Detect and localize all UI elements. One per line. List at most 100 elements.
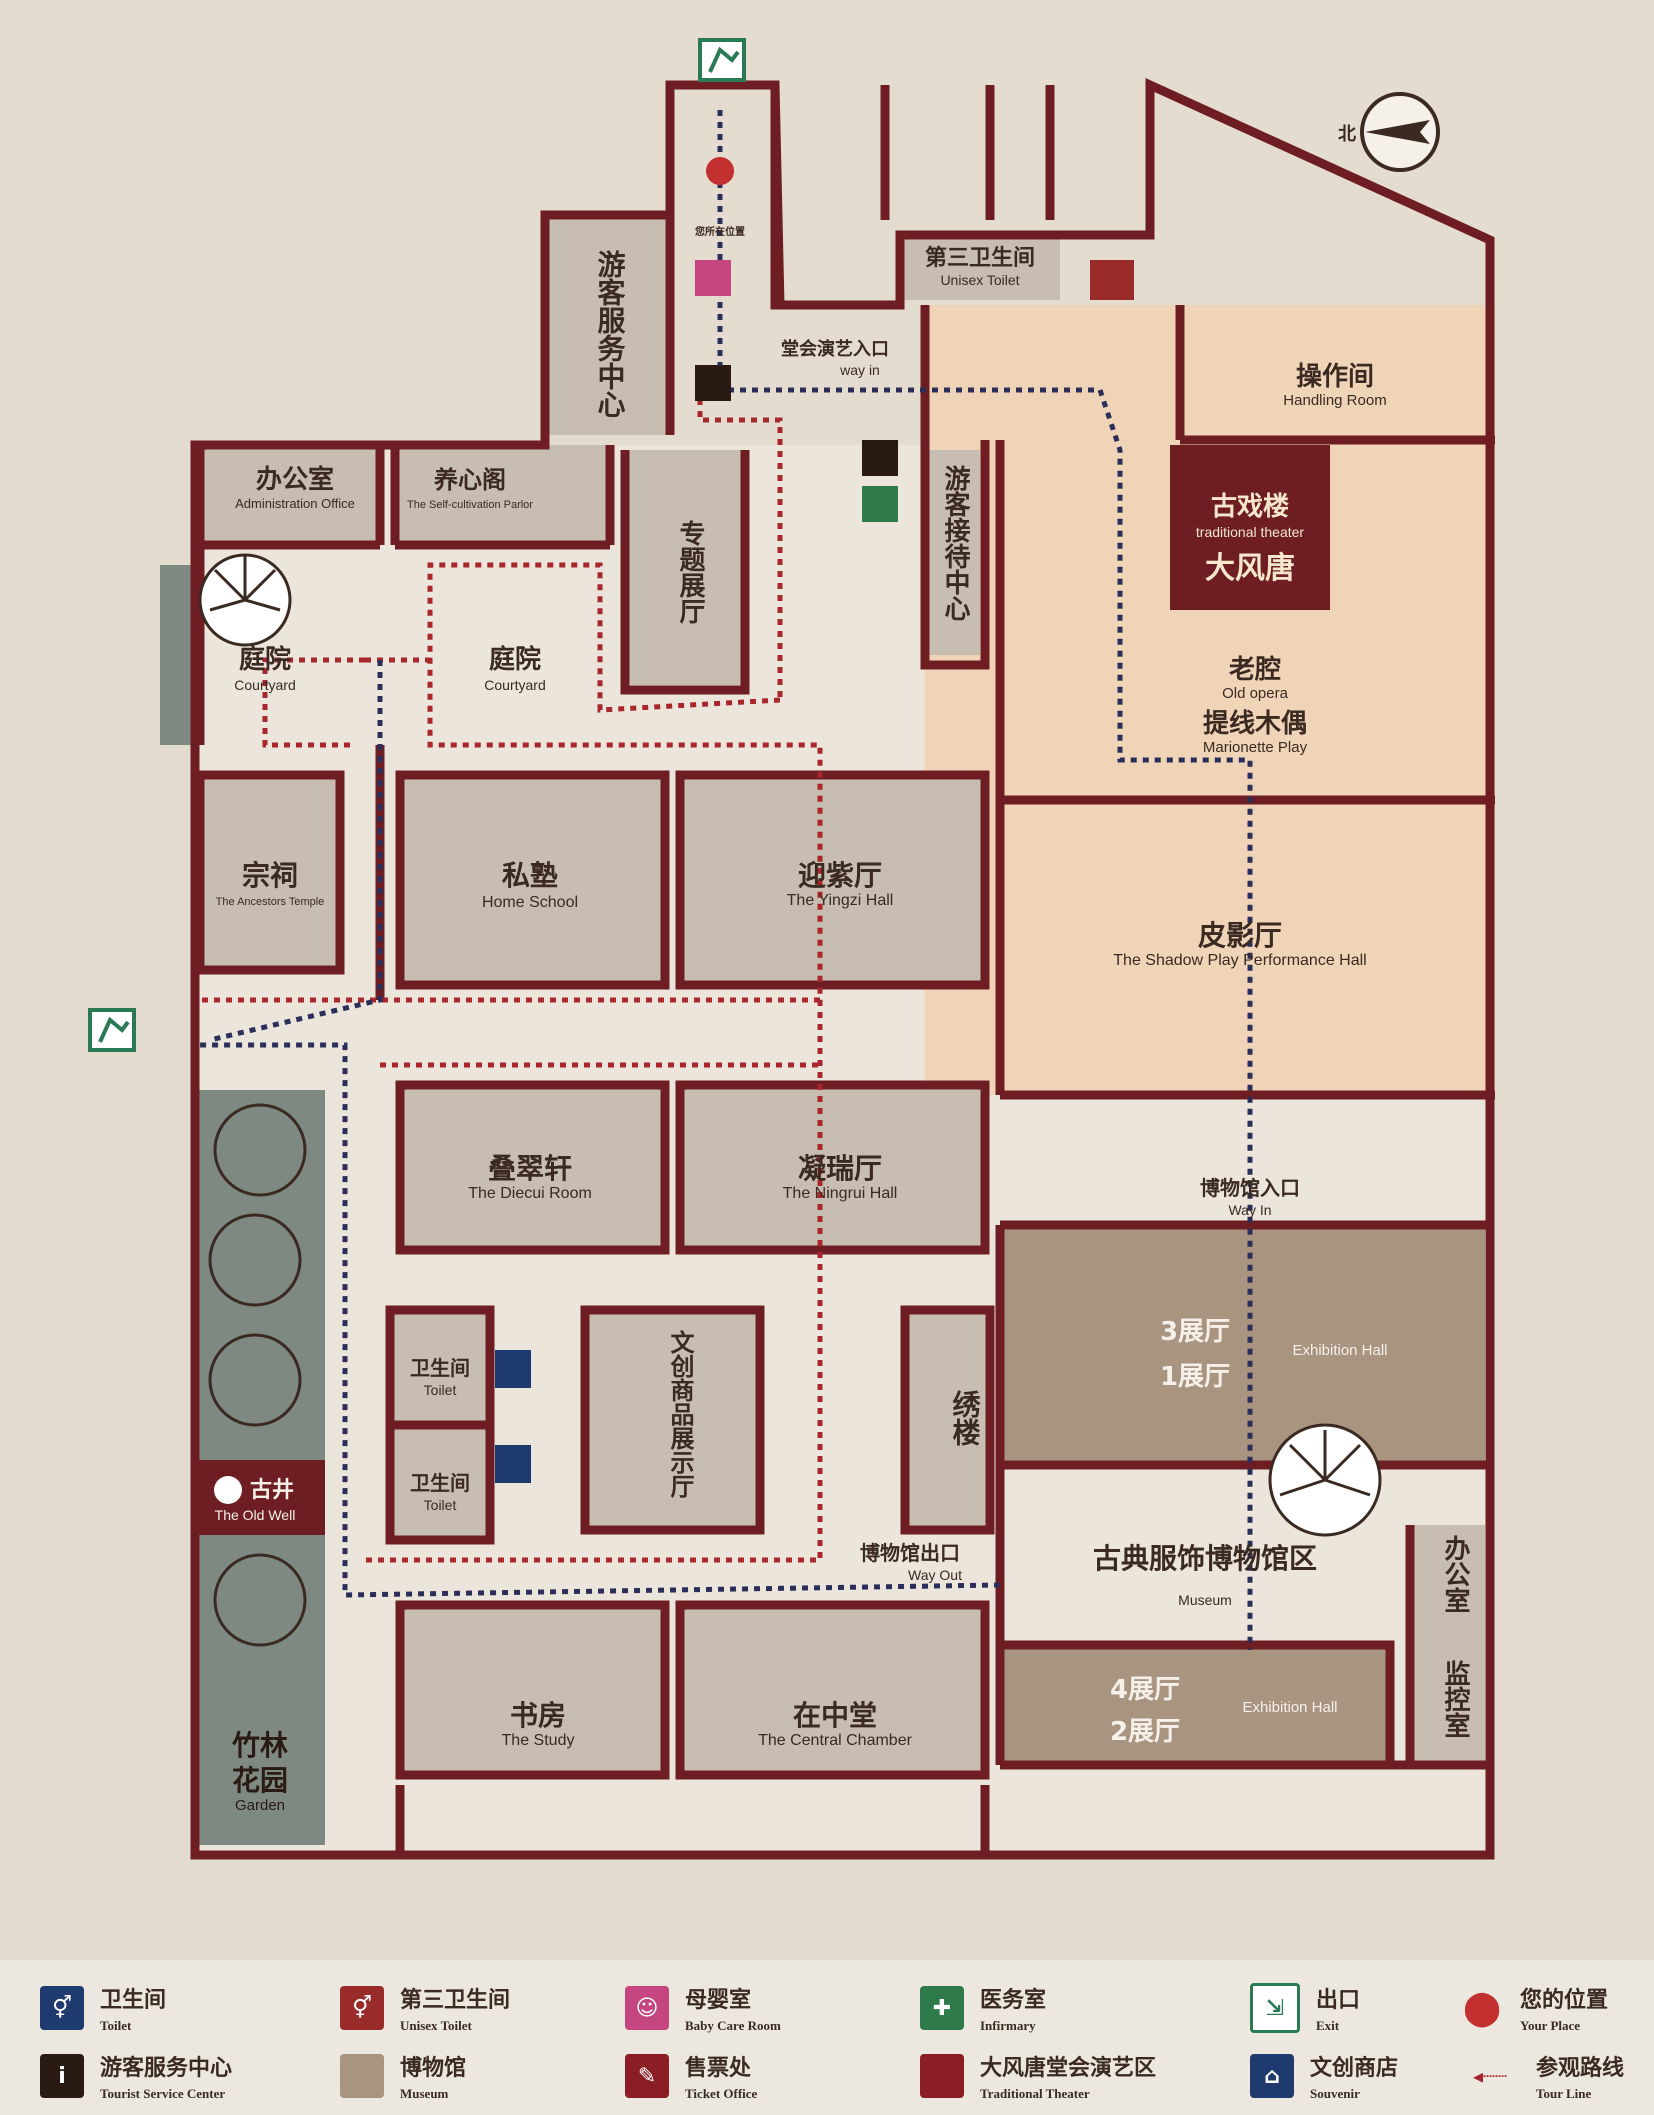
- legend-label-en: Unisex Toilet: [400, 2018, 472, 2033]
- exit-icon: [88, 1008, 136, 1052]
- exhibition-hall-4-2: [1000, 1645, 1390, 1765]
- legend-label-en: Tour Line: [1536, 2086, 1592, 2101]
- baby-care-icon: ☺: [625, 1986, 669, 2030]
- study-en: The Study: [502, 1732, 575, 1749]
- first-aid-icon: ✚: [920, 1986, 964, 2030]
- home-school-label: 私塾: [502, 859, 558, 892]
- legend-label: 售票处: [685, 2056, 752, 2081]
- legend-item-museum: 博物馆 Museum: [340, 2050, 466, 2102]
- legend-label: 您的位置: [1520, 1988, 1609, 2013]
- exhibition-hall-top-label: 专题展厅: [675, 520, 705, 624]
- theater-label: 古戏楼: [1211, 492, 1289, 522]
- exhibition-4-label: 4展厅: [1110, 1675, 1180, 1705]
- old-well-label: 古井: [250, 1477, 294, 1503]
- unisex-toilet-icon: ⚥: [340, 1986, 384, 2030]
- souvenir-icon: ⌂: [1250, 2054, 1294, 2098]
- bamboo-garden-label-1: 竹林: [231, 1729, 288, 1762]
- handling-room-bg: [1180, 305, 1485, 435]
- central-chamber-room: [680, 1605, 985, 1775]
- tree-icons: [198, 553, 1382, 1647]
- ancestors-temple-label: 宗祠: [242, 859, 298, 892]
- legend-label: 医务室: [980, 1988, 1047, 2013]
- exhibition-3-label: 3展厅: [1160, 1317, 1230, 1347]
- courtyard-center-label: 庭院: [489, 644, 541, 675]
- legend-label-en: Traditional Theater: [980, 2086, 1090, 2101]
- first-aid-icon: [862, 486, 898, 522]
- costume-museum-en: Museum: [1178, 1592, 1232, 1608]
- service-center-label: 游客服务中心: [594, 250, 627, 418]
- ticket-icon: [695, 365, 731, 401]
- legend-label: 大风唐堂会演艺区: [980, 2056, 1157, 2081]
- legend-item-theater: 大风唐堂会演艺区 Traditional Theater: [920, 2050, 1156, 2102]
- monitor-room-label: 监控室: [1440, 1660, 1470, 1738]
- diecui-en: The Diecui Room: [468, 1185, 592, 1202]
- parlor-label: 养心阁: [433, 466, 506, 494]
- legend-label-en: Baby Care Room: [685, 2018, 781, 2033]
- handling-room-label: 操作间: [1296, 362, 1374, 392]
- exhibition-4-2-en: Exhibition Hall: [1242, 1699, 1337, 1716]
- toilet-upper-en: Toilet: [424, 1382, 457, 1398]
- shadow-play-en: The Shadow Play Performance Hall: [1113, 952, 1366, 969]
- souvenir-hall-room: [585, 1310, 760, 1530]
- tour-route-red: [200, 375, 823, 1563]
- toilet-icon: [495, 1350, 531, 1388]
- exit-icon: ⇲: [1250, 1983, 1300, 2033]
- reception-center-label: 游客接待中心: [940, 465, 970, 621]
- ancestors-temple-room: [200, 775, 340, 970]
- exhibition-hall-top-room: [625, 450, 745, 685]
- exhibition-3-1-en: Exhibition Hall: [1292, 1342, 1387, 1359]
- exhibition-2-label: 2展厅: [1110, 1717, 1180, 1747]
- legend-label-en: Museum: [400, 2086, 449, 2101]
- legend-label-en: Ticket Office: [685, 2086, 758, 2101]
- walls: [190, 78, 1495, 1860]
- diecui-label: 叠翠轩: [488, 1152, 572, 1185]
- legend-label: 卫生间: [100, 1988, 167, 2013]
- legend-label: 出口: [1316, 1988, 1361, 2013]
- you-are-here-label: 您所在位置: [695, 225, 745, 238]
- home-school-room: [400, 775, 665, 985]
- yingzi-hall-en: The Yingzi Hall: [787, 892, 894, 909]
- yingzi-hall-label: 迎紫厅: [798, 859, 882, 892]
- courtyard-center-en: Courtyard: [484, 677, 545, 693]
- legend-label-en: Toilet: [100, 2018, 132, 2033]
- souvenir-hall-label: 文创商品展示厅: [666, 1329, 695, 1498]
- old-opera-en: Old opera: [1222, 685, 1289, 702]
- toilet-lower-label: 卫生间: [410, 1471, 470, 1495]
- theater-swatch-icon: [920, 2054, 964, 2098]
- parlor-room: [395, 445, 610, 545]
- admin-office-en: Administration Office: [235, 496, 355, 511]
- legend-label: 母婴室: [685, 1988, 752, 2013]
- toilet-icon: [495, 1445, 531, 1483]
- legend-label-en: Infirmary: [980, 2018, 1036, 2033]
- marionette-en: Marionette Play: [1203, 739, 1308, 756]
- theater-entrance-en: way in: [839, 362, 880, 378]
- south-wing-label: 绣楼: [949, 1389, 982, 1446]
- theater-en: traditional theater: [1196, 524, 1305, 540]
- toilet-upper-label: 卫生间: [410, 1356, 470, 1380]
- exhibition-hall-3-1: [1000, 1225, 1485, 1465]
- marionette-label: 提线木偶: [1203, 709, 1307, 739]
- museum-exit-label: 博物馆出口: [860, 1541, 960, 1565]
- legend-label-en: Exit: [1316, 2018, 1340, 2033]
- ningrui-en: The Ningrui Hall: [783, 1185, 898, 1202]
- costume-museum-label: 古典服饰博物馆区: [1093, 1542, 1317, 1575]
- unisex-toilet-en: Unisex Toilet: [940, 272, 1019, 288]
- legend-label: 文创商店: [1310, 2056, 1399, 2081]
- old-opera-label: 老腔: [1229, 655, 1281, 685]
- exhibition-1-label: 1展厅: [1160, 1362, 1230, 1392]
- legend-label: 第三卫生间: [400, 1988, 511, 2013]
- old-well-en: The Old Well: [215, 1507, 296, 1523]
- ticket-icon: ✎: [625, 2054, 669, 2098]
- tour-line-icon: ◂┈┈: [1472, 2064, 1508, 2088]
- legend-item-baby-care: ☺ 母婴室 Baby Care Room: [625, 1982, 781, 2034]
- compass-label: 北: [1338, 124, 1356, 145]
- info-icon: [862, 440, 898, 476]
- legend-label: 博物馆: [400, 2056, 467, 2081]
- shadow-play-label: 皮影厅: [1198, 919, 1282, 952]
- exit-icon: [698, 38, 746, 82]
- legend-label: 游客服务中心: [100, 2056, 233, 2081]
